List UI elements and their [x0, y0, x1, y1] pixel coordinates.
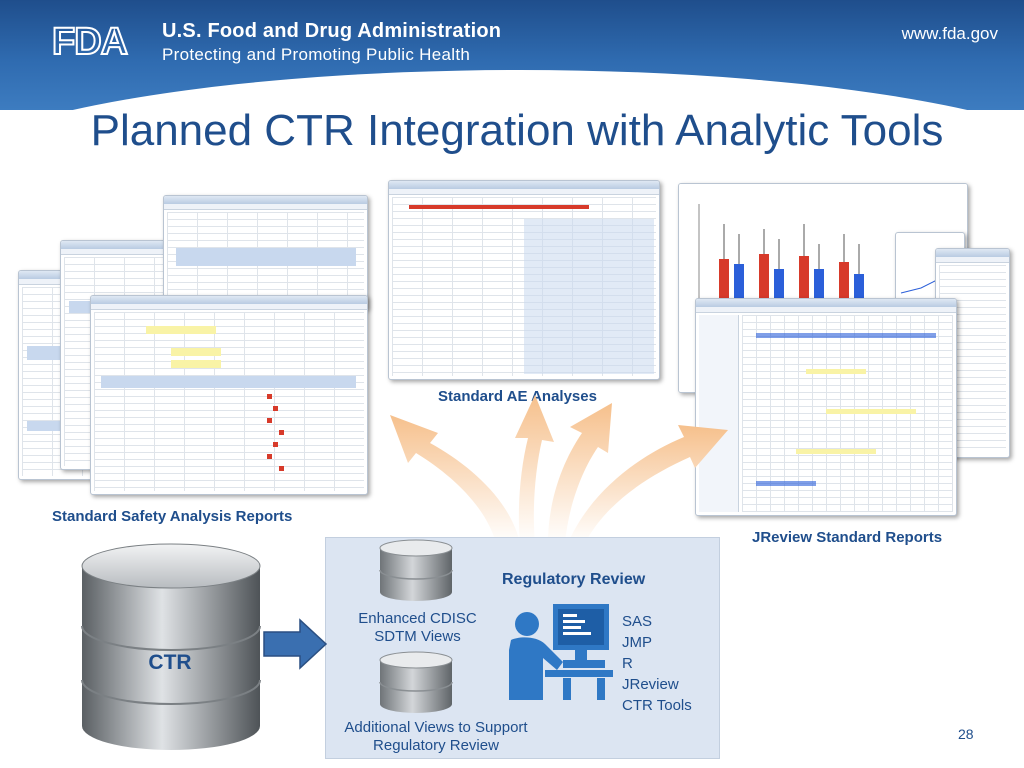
- reviewer-body: [509, 637, 563, 700]
- regulatory-review-title: Regulatory Review: [502, 571, 646, 588]
- agency-name: U.S. Food and Drug Administration: [162, 20, 502, 42]
- additional-views-line-1: Additional Views to Support: [344, 719, 528, 736]
- enhanced-views-line-1: Enhanced CDISC: [358, 610, 477, 627]
- caption-ae-analyses: Standard AE Analyses: [438, 388, 597, 405]
- caption-jreview-reports: JReview Standard Reports: [752, 529, 943, 546]
- screenshot-ae-analysis-table: [388, 180, 660, 380]
- fda-logo-icon: FDA: [52, 20, 130, 60]
- enhanced-views-line-2: SDTM Views: [374, 628, 461, 645]
- reviewer-head: [515, 612, 539, 636]
- tool-ctr-tools: CTR Tools: [622, 697, 692, 714]
- distribution-arrows: [390, 395, 728, 543]
- agency-tagline: Protecting and Promoting Public Health: [162, 45, 471, 64]
- arrow-left-icon: [390, 415, 520, 543]
- header-swoosh: [0, 70, 1024, 110]
- website-link[interactable]: www.fda.gov: [901, 24, 998, 43]
- header-band: FDA U.S. Food and Drug Administration Pr…: [0, 0, 1024, 110]
- caption-safety-reports: Standard Safety Analysis Reports: [52, 508, 293, 525]
- enhanced-views-database-icon: [379, 539, 453, 601]
- ctr-database-icon: [81, 543, 261, 750]
- screenshot-liver-lab-report: [163, 195, 368, 310]
- svg-text:FDA: FDA: [52, 21, 128, 60]
- tool-r: R: [622, 655, 633, 672]
- tool-jreview: JReview: [622, 676, 679, 693]
- analytic-tools-list: SAS JMP R JReview CTR Tools: [622, 611, 692, 716]
- enhanced-views-label: Enhanced CDISC SDTM Views: [340, 610, 495, 646]
- screenshot-ae-meddra-report: [90, 295, 368, 495]
- additional-views-line-2: Regulatory Review: [373, 737, 499, 754]
- page-number: 28: [958, 726, 974, 742]
- ctr-to-review-arrow-icon: [263, 618, 328, 670]
- ctr-label: CTR: [148, 651, 192, 674]
- slide-title: Planned CTR Integration with Analytic To…: [90, 106, 944, 155]
- screenshot-jreview-patient-profile: [695, 298, 957, 516]
- additional-views-database-icon: [379, 651, 453, 713]
- keyboard-icon: [545, 670, 613, 677]
- additional-views-label: Additional Views to Support Regulatory R…: [327, 719, 545, 755]
- tool-jmp: JMP: [622, 634, 652, 651]
- arrow-group: [390, 395, 728, 543]
- arrow-mid-left-icon: [515, 395, 554, 543]
- arrow-mid-right-icon: [548, 403, 612, 543]
- reviewer-computer-icon: [509, 604, 613, 700]
- arrow-right-icon: [568, 425, 728, 543]
- tool-sas: SAS: [622, 613, 653, 630]
